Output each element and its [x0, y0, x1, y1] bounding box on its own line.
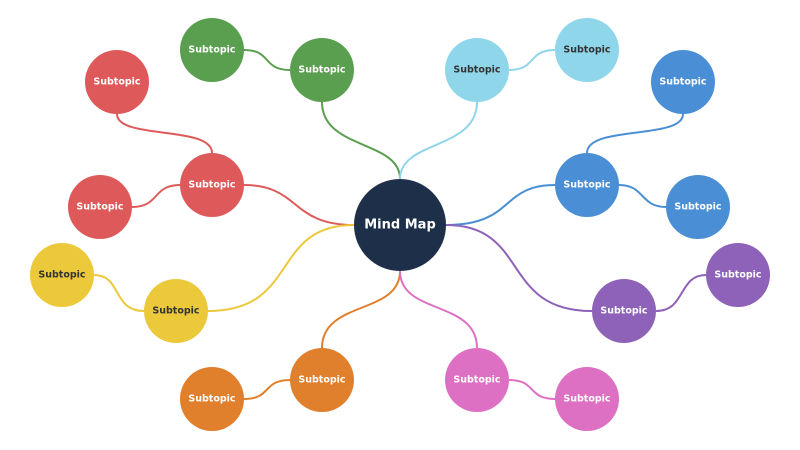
node-label: Subtopic: [453, 65, 500, 76]
node-label: Subtopic: [298, 375, 345, 386]
edge-green-sub: [243, 49, 291, 71]
edge-blue-sub1: [586, 113, 684, 154]
node-red-sub-2[interactable]: Subtopic: [68, 175, 132, 239]
node-purple-sub[interactable]: Subtopic: [706, 243, 770, 307]
node-green-sub[interactable]: Subtopic: [180, 18, 244, 82]
node-label: Subtopic: [563, 45, 610, 56]
edge-center-blue: [445, 184, 556, 226]
node-red-sub-1[interactable]: Subtopic: [85, 50, 149, 114]
edges: [93, 49, 707, 400]
center-node[interactable]: Mind Map: [354, 179, 446, 271]
node-label: Subtopic: [76, 202, 123, 213]
edge-center-yellow: [207, 224, 355, 312]
node-label: Subtopic: [188, 45, 235, 56]
node-blue-sub-2[interactable]: Subtopic: [666, 175, 730, 239]
node-orange-main[interactable]: Subtopic: [290, 348, 354, 412]
node-blue-sub-1[interactable]: Subtopic: [651, 50, 715, 114]
node-label: Subtopic: [188, 394, 235, 405]
node-green-main[interactable]: Subtopic: [290, 38, 354, 102]
edge-yellow-sub: [93, 274, 145, 312]
node-yellow-main[interactable]: Subtopic: [144, 279, 208, 343]
edge-orange-sub: [243, 379, 291, 400]
node-purple-main[interactable]: Subtopic: [592, 279, 656, 343]
edge-center-purple: [445, 224, 593, 312]
node-label: Subtopic: [659, 77, 706, 88]
edge-lightblue-sub: [508, 49, 556, 71]
node-label: Subtopic: [188, 180, 235, 191]
node-label: Subtopic: [674, 202, 721, 213]
node-label: Subtopic: [563, 180, 610, 191]
node-red-main[interactable]: Subtopic: [180, 153, 244, 217]
edge-center-orange: [321, 270, 401, 349]
node-blue-main[interactable]: Subtopic: [555, 153, 619, 217]
node-label: Subtopic: [600, 306, 647, 317]
edge-purple-sub: [655, 274, 707, 312]
node-label: Subtopic: [298, 65, 345, 76]
edge-red-sub1: [116, 113, 213, 154]
edge-center-red: [243, 184, 355, 226]
edge-center-pink: [399, 270, 478, 349]
node-label: Subtopic: [714, 270, 761, 281]
edge-pink-sub: [508, 379, 556, 400]
node-label: Subtopic: [93, 77, 140, 88]
edge-center-lightblue: [399, 101, 478, 180]
node-lightblue-main[interactable]: Subtopic: [445, 38, 509, 102]
node-pink-sub[interactable]: Subtopic: [555, 367, 619, 431]
node-label: Subtopic: [152, 306, 199, 317]
node-lightblue-sub[interactable]: Subtopic: [555, 18, 619, 82]
edge-red-sub2: [131, 184, 181, 208]
edge-center-green: [321, 101, 401, 180]
center-node-label: Mind Map: [364, 218, 436, 233]
node-yellow-sub[interactable]: Subtopic: [30, 243, 94, 307]
node-label: Subtopic: [563, 394, 610, 405]
node-pink-main[interactable]: Subtopic: [445, 348, 509, 412]
edge-blue-sub2: [618, 184, 667, 208]
node-orange-sub[interactable]: Subtopic: [180, 367, 244, 431]
node-label: Subtopic: [38, 270, 85, 281]
node-label: Subtopic: [453, 375, 500, 386]
